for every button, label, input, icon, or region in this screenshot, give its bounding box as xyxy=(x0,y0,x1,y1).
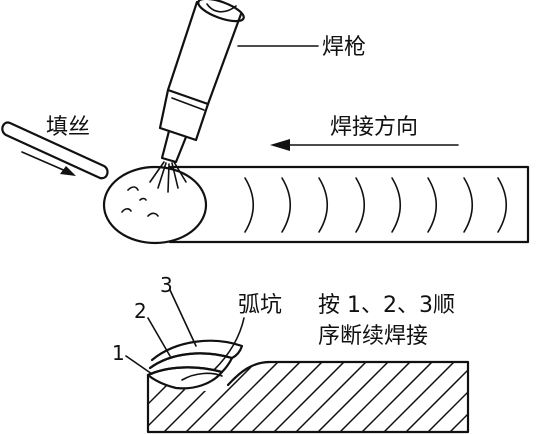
bead-number-2: 2 xyxy=(134,299,147,323)
sequence-label-line2: 序断续焊接 xyxy=(318,324,428,349)
weld-direction-label: 焊接方向 xyxy=(330,115,418,140)
torch-label: 焊枪 xyxy=(322,35,366,60)
filler-wire-label: 填丝 xyxy=(46,115,90,140)
crater-label: 弧坑 xyxy=(238,293,282,318)
bead-number-1: 1 xyxy=(112,341,125,365)
workpiece-tube xyxy=(102,165,530,245)
filler-wire xyxy=(1,121,109,180)
hatched-block xyxy=(146,360,470,434)
weld-beads xyxy=(146,339,244,390)
weld-direction-arrow xyxy=(270,139,459,151)
leader-lines xyxy=(125,289,245,375)
bead-number-3: 3 xyxy=(160,273,173,297)
torch xyxy=(149,0,319,193)
sequence-label-line1: 按 1、2、3顺 xyxy=(318,293,455,318)
